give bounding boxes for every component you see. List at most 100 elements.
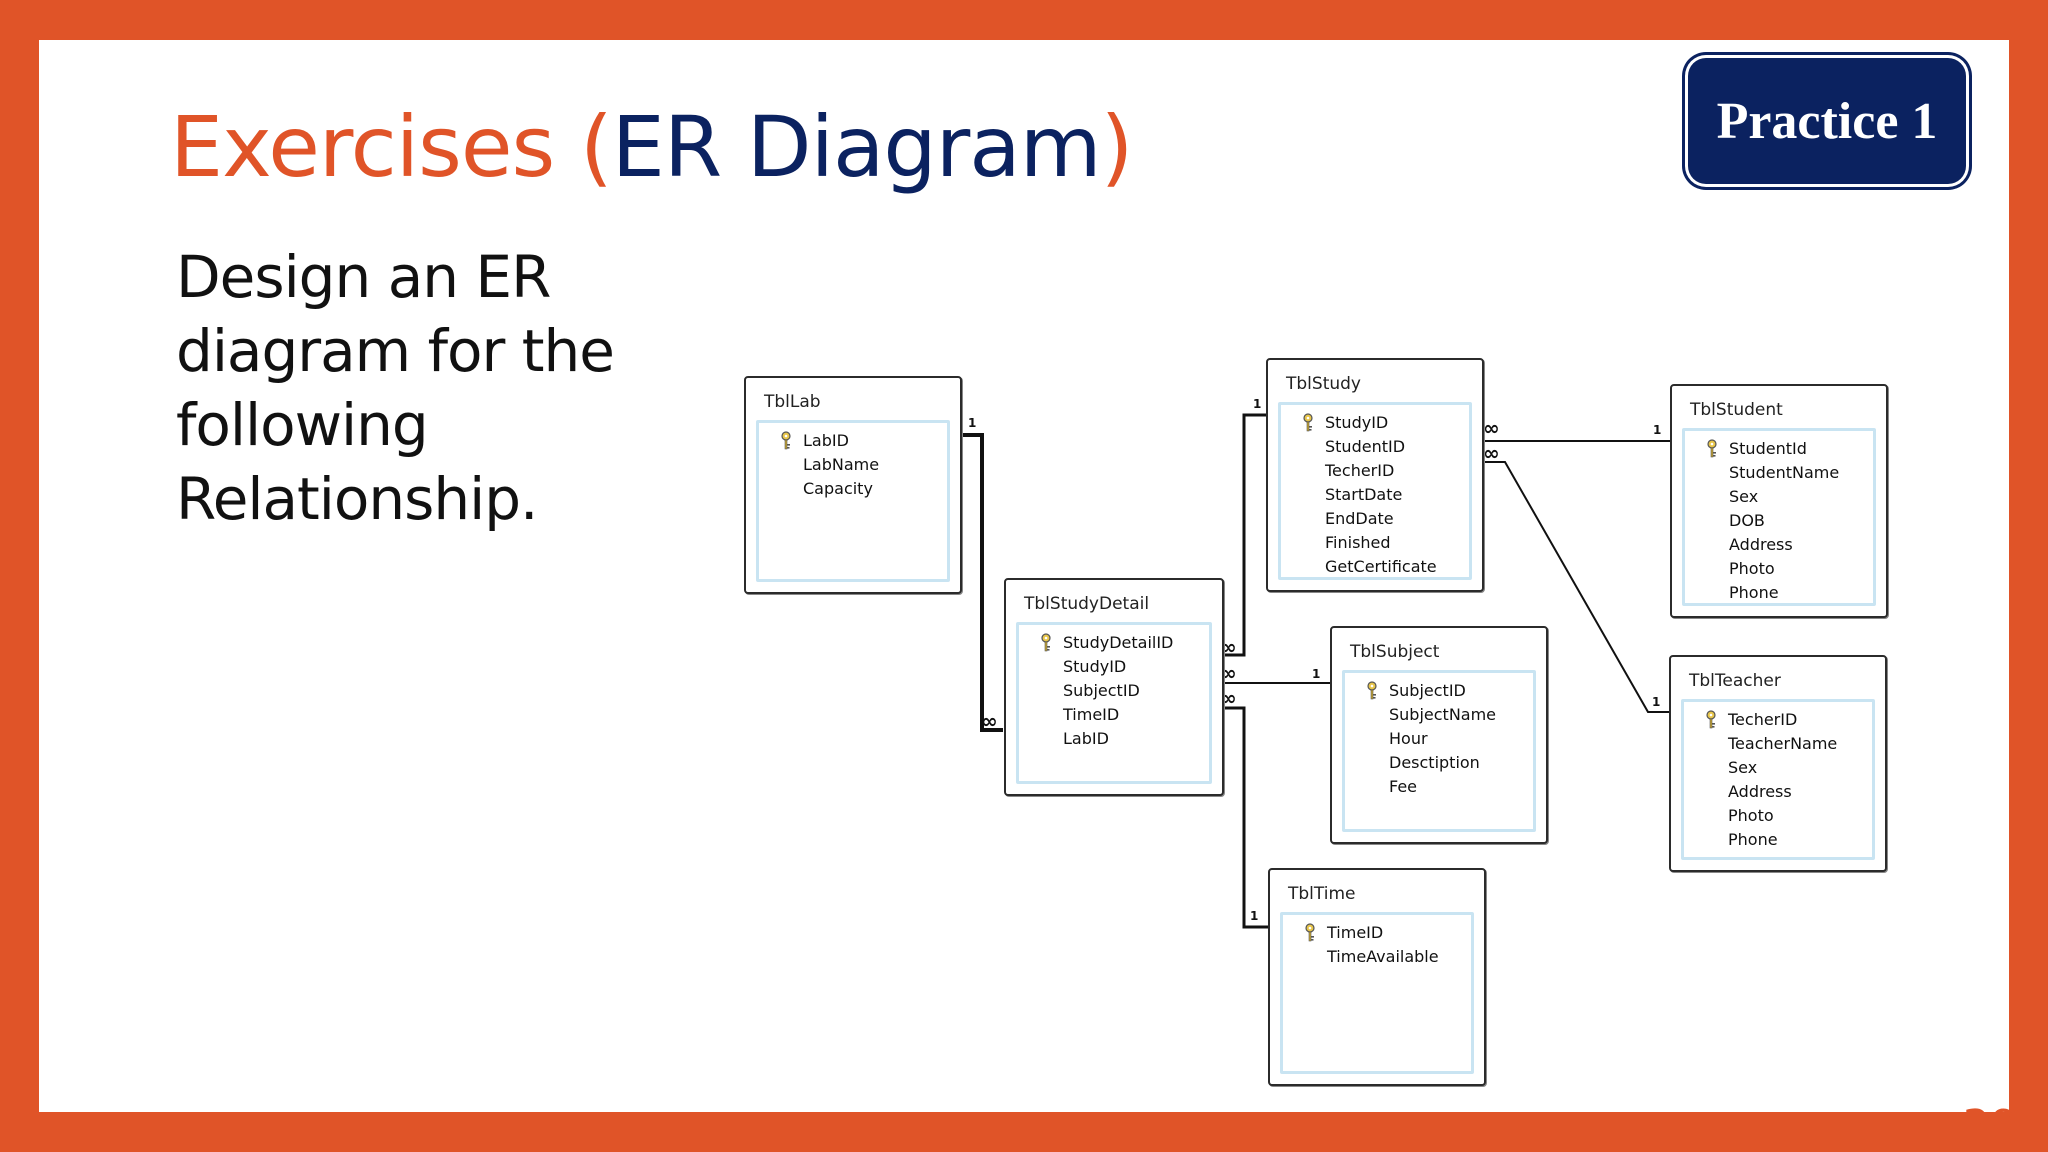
card-one-subject: 1 [1312,667,1320,681]
field-name: StudentId [1729,439,1807,458]
field-row: Address [1684,780,1872,804]
slide-title: Exercises (ER Diagram) [170,98,1134,196]
practice-badge: Practice 1 [1688,58,1966,184]
card-one-student: 1 [1653,423,1661,437]
primary-key-field: TimeID [1283,921,1471,945]
card-many-time: ∞ [1220,686,1237,710]
table-name: TblTime [1288,884,1356,904]
field-name: Capacity [803,479,873,498]
key-icon [1707,439,1717,458]
table-name: TblTeacher [1689,671,1781,691]
slide-body-text: Design an ER diagram for the following R… [176,243,615,533]
field-name: TecherID [1728,710,1798,729]
field-name: Sex [1728,758,1758,777]
field-row: Photo [1684,804,1872,828]
field-row: Phone [1684,828,1872,852]
field-name: LabID [1063,729,1109,748]
card-one-teacher: 1 [1652,695,1660,709]
page-number: 39 [1962,1101,2018,1152]
field-row: TimeID [1019,703,1209,727]
field-row: Sex [1685,485,1873,509]
field-row: LabID [1019,727,1209,751]
field-name: Phone [1729,583,1779,602]
field-row: TecherID [1281,459,1469,483]
field-name: TeacherName [1728,734,1838,753]
table-tbltime[interactable]: TblTime TimeID TimeAvailable [1268,868,1486,1086]
field-row: Address [1685,533,1873,557]
field-row: TeacherName [1684,732,1872,756]
table-name: TblSubject [1350,642,1440,662]
field-name: SubjectID [1063,681,1140,700]
field-name: LabID [803,431,849,450]
field-name: Phone [1728,830,1778,849]
field-name: TimeAvailable [1327,947,1439,966]
card-many-teacher: ∞ [1483,441,1500,465]
field-row: Capacity [759,477,947,501]
field-name: Address [1729,535,1793,554]
field-row: Desctiption [1345,751,1533,775]
field-name: Photo [1729,559,1775,578]
rel-lab-studydetail [958,433,1003,732]
field-name: SubjectID [1389,681,1466,700]
field-row: Photo [1685,557,1873,581]
rel-study-studydetail [1220,413,1266,657]
title-suffix: ) [1100,98,1134,196]
rel-teacher-study [1482,461,1670,713]
card-one-study: 1 [1253,397,1261,411]
field-row: DOB [1685,509,1873,533]
field-row: Sex [1684,756,1872,780]
field-name: Sex [1729,487,1759,506]
field-row: Phone [1685,581,1873,605]
field-row: Fee [1345,775,1533,799]
field-name: StudentName [1729,463,1840,482]
primary-key-field: LabID [759,429,947,453]
key-icon [781,431,791,450]
field-row: StartDate [1281,483,1469,507]
title-highlight: ER Diagram [611,98,1102,196]
key-icon [1706,710,1716,729]
field-row: StudyID [1019,655,1209,679]
primary-key-field: StudyDetailID [1019,631,1209,655]
key-icon [1367,681,1377,700]
table-name: TblStudy [1286,374,1361,394]
field-name: TimeID [1327,923,1384,942]
key-icon [1041,633,1051,652]
field-name: StudyDetailID [1063,633,1174,652]
primary-key-field: StudentId [1685,437,1873,461]
field-name: LabName [803,455,880,474]
key-icon [1305,923,1315,942]
field-row: StudentID [1281,435,1469,459]
field-row: EndDate [1281,507,1469,531]
card-one-lab: 1 [968,416,976,430]
field-name: Photo [1728,806,1774,825]
table-name: TblStudyDetail [1024,594,1150,614]
field-name: Hour [1389,729,1428,748]
field-name: StartDate [1325,485,1403,504]
primary-key-field: TecherID [1684,708,1872,732]
rel-time-studydetail [1220,706,1268,929]
field-row: LabName [759,453,947,477]
field-name: TimeID [1063,705,1120,724]
card-many-student: ∞ [1483,416,1500,440]
primary-key-field: SubjectID [1345,679,1533,703]
field-row: SubjectName [1345,703,1533,727]
field-list: StudyDetailID StudyID SubjectID TimeID LabID [1016,622,1212,784]
card-many-subject: ∞ [1220,661,1237,685]
field-row: SubjectID [1019,679,1209,703]
field-name: EndDate [1325,509,1394,528]
field-row: GetCertificate [1281,555,1469,579]
card-many-study: ∞ [1220,635,1237,659]
table-tblstudydetail[interactable]: TblStudyDetail StudyDetailID StudyID Subje… [1004,578,1224,796]
card-one-time: 1 [1250,909,1258,923]
field-row: Finished [1281,531,1469,555]
field-name: TecherID [1325,461,1395,480]
